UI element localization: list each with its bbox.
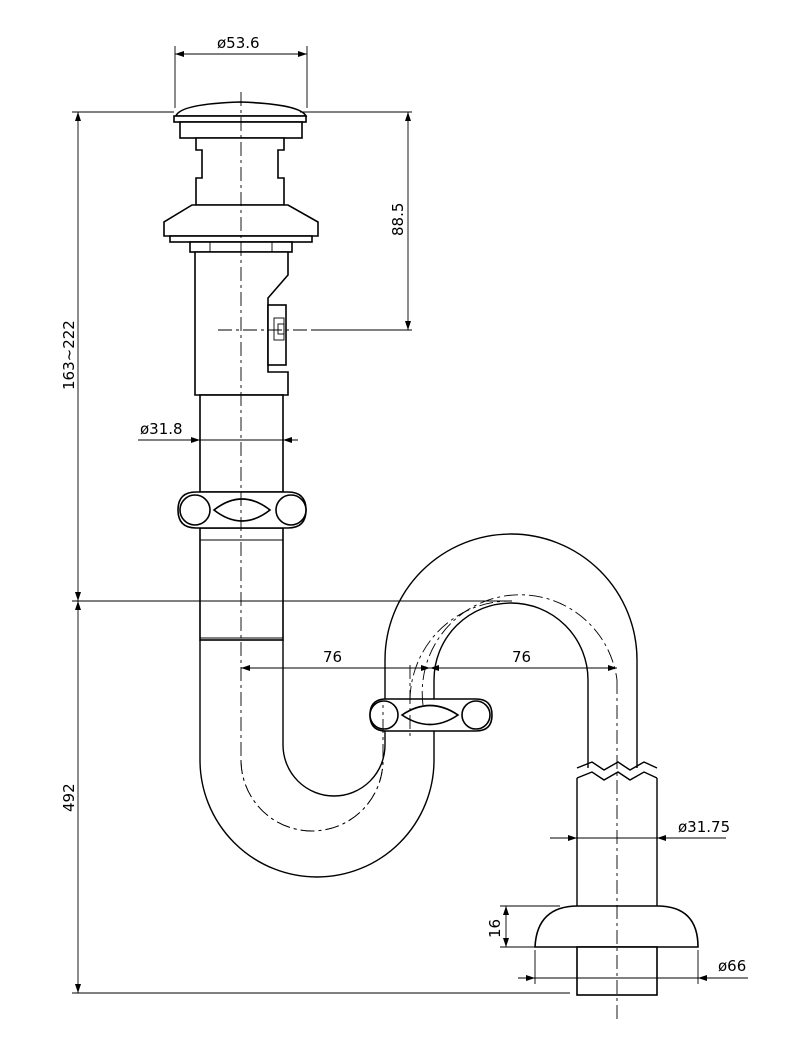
dim-overall-height — [72, 111, 512, 602]
dim-tail-diameter-label: ø31.8 — [140, 420, 183, 438]
tail-pipe — [199, 394, 284, 641]
dim-flange-height-label: 16 — [486, 919, 504, 938]
dim-flange-diameter-label: ø66 — [718, 957, 746, 975]
centerlines — [218, 92, 618, 1022]
dim-cap-diameter-label: ø53.6 — [217, 34, 260, 52]
dim-drain-pipe-diameter — [550, 835, 726, 841]
dim-drain-pipe-diameter-label: ø31.75 — [678, 818, 730, 836]
dim-trap-height — [72, 601, 570, 994]
dim-right-offset-label: 76 — [512, 648, 531, 666]
dim-left-offset-label: 76 — [323, 648, 342, 666]
dim-flange-diameter — [518, 950, 748, 984]
dim-flange-height — [500, 905, 560, 948]
dim-cap-diameter — [174, 46, 308, 108]
slip-nut-lower — [369, 698, 493, 732]
pipe-break — [576, 761, 658, 781]
slip-nut-upper — [177, 491, 307, 529]
wall-drain-pipe — [534, 778, 699, 996]
dim-overall-height-label: 163~222 — [60, 320, 78, 390]
dim-trap-height-label: 492 — [60, 783, 78, 812]
trap-bend — [199, 533, 638, 878]
dim-tail-diameter — [138, 437, 298, 443]
dim-right-offset — [430, 665, 617, 671]
dim-upper-height-label: 88.5 — [389, 203, 407, 236]
dim-left-offset — [241, 665, 430, 671]
dim-upper-height — [300, 111, 412, 331]
